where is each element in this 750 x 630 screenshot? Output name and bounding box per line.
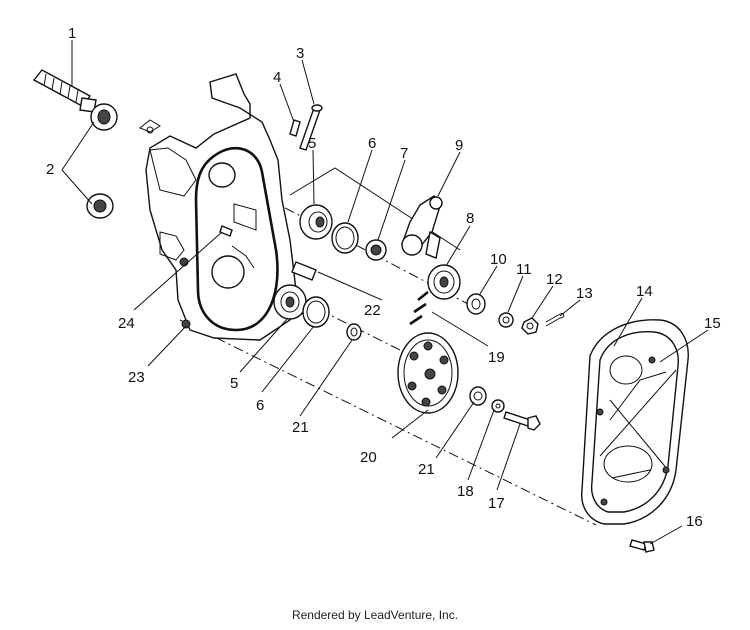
callout-1: 1	[68, 25, 76, 42]
callout-3: 3	[296, 45, 304, 62]
callout-6-upper: 6	[368, 135, 376, 152]
splined-shaft	[32, 69, 97, 113]
callout-15: 15	[704, 315, 721, 332]
callout-9: 9	[455, 137, 463, 154]
callout-14: 14	[636, 283, 653, 300]
callout-5-lower: 5	[230, 375, 238, 392]
callout-labels: 1 2 3 4 5 6 7 9 8 10 11 12 13 14 15 22 1…	[46, 25, 721, 530]
leader-lines	[61, 40, 709, 545]
chain-segment-19	[409, 290, 429, 326]
bushing-7	[365, 239, 387, 261]
callout-5-upper: 5	[308, 135, 316, 152]
callout-7: 7	[400, 145, 408, 162]
o-ring-upper	[331, 222, 359, 254]
washer-18	[491, 399, 505, 413]
callout-21-front: 21	[292, 419, 309, 436]
callout-4: 4	[273, 69, 281, 86]
bolt-3	[299, 104, 323, 151]
bolt-17	[503, 411, 541, 431]
callout-20: 20	[360, 449, 377, 466]
chaincase-cover	[590, 331, 679, 513]
callout-18: 18	[457, 483, 474, 500]
callout-8: 8	[466, 210, 474, 227]
callout-12: 12	[546, 271, 563, 288]
callout-16: 16	[686, 513, 703, 530]
bearing-lower	[273, 284, 307, 320]
washer-21-back	[469, 386, 487, 406]
callout-11: 11	[516, 261, 532, 278]
o-ring-lower	[302, 296, 330, 328]
bolt-16	[629, 539, 655, 553]
oil-seal-upper	[90, 103, 118, 131]
sprocket-small	[427, 264, 461, 300]
pin-24	[219, 225, 233, 237]
spacer-22	[291, 261, 317, 281]
washer-10	[466, 293, 486, 315]
callout-23: 23	[128, 369, 145, 386]
sprocket-large	[397, 332, 459, 414]
callout-10: 10	[490, 251, 507, 268]
nut-12	[521, 317, 539, 335]
chaincase-housing	[139, 73, 297, 341]
callout-13: 13	[576, 285, 593, 302]
washer-11	[498, 312, 514, 328]
bearing-upper	[299, 204, 333, 240]
callout-6-lower: 6	[256, 397, 264, 414]
cotter-pin-13	[545, 313, 565, 327]
callout-17: 17	[488, 495, 505, 512]
pin-4	[289, 119, 301, 137]
tensioner-arm	[401, 195, 443, 259]
callout-2: 2	[46, 161, 54, 178]
render-credit: Rendered by LeadVenture, Inc.	[291, 608, 459, 622]
callout-24: 24	[118, 315, 135, 332]
callout-21-back: 21	[418, 461, 435, 478]
callout-19: 19	[488, 349, 505, 366]
washer-21-front	[346, 323, 362, 341]
callout-22: 22	[364, 302, 381, 319]
drive-chain	[194, 146, 279, 332]
oil-seal-lower	[86, 193, 114, 219]
